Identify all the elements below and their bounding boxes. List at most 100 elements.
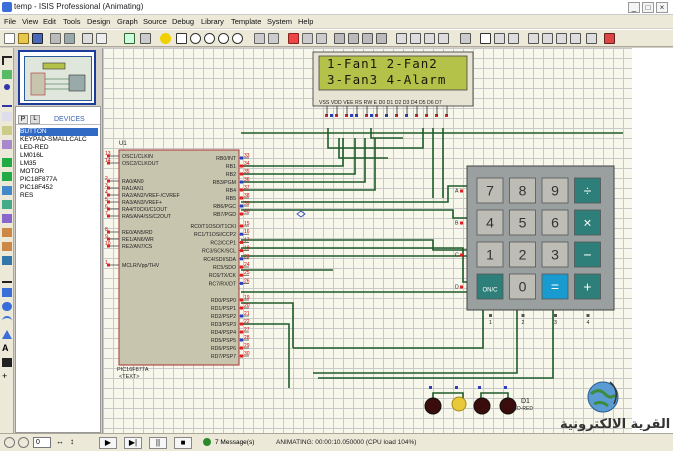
copy-icon[interactable] [302, 33, 313, 44]
selection-mode-icon[interactable] [2, 56, 12, 65]
minimize-button[interactable]: _ [628, 2, 640, 13]
menu-help[interactable]: Help [298, 17, 314, 26]
menu-design[interactable]: Design [87, 17, 111, 26]
device-item[interactable]: KEYPAD-SMALLCALC [20, 136, 87, 143]
step-button[interactable]: ▶| [124, 437, 142, 449]
voltage-probe-icon[interactable] [2, 228, 12, 237]
menu-template[interactable]: Template [231, 17, 262, 26]
menu-file[interactable]: File [4, 17, 17, 26]
current-probe-icon[interactable] [2, 242, 12, 251]
keypad-key[interactable] [509, 241, 536, 268]
ares-icon[interactable] [604, 33, 615, 44]
box-tool-icon[interactable] [2, 288, 12, 297]
block-copy-icon[interactable] [334, 33, 345, 44]
block-delete-icon[interactable] [376, 33, 387, 44]
mirror-vertical-icon[interactable]: ↕ [70, 437, 74, 446]
keypad-key[interactable] [574, 273, 601, 300]
pan-icon[interactable] [176, 33, 187, 44]
device-item[interactable]: LM35 [20, 160, 37, 167]
menu-source[interactable]: Source [143, 17, 167, 26]
property-tool-icon[interactable] [494, 33, 505, 44]
save-icon[interactable] [32, 33, 43, 44]
symbol-tool-icon[interactable] [2, 358, 12, 367]
rotate-cw-icon[interactable] [4, 437, 15, 448]
device-pin-icon[interactable] [2, 172, 12, 181]
bill-of-materials-icon[interactable] [556, 33, 567, 44]
menu-edit[interactable]: Edit [43, 17, 56, 26]
arc-tool-icon[interactable] [2, 316, 12, 325]
keypad-key[interactable] [574, 241, 601, 268]
line-tool-icon[interactable] [2, 274, 12, 283]
subcircuit-icon[interactable] [2, 140, 12, 149]
overview-window[interactable] [18, 50, 96, 105]
graph-icon[interactable] [2, 186, 12, 195]
message-count[interactable]: 7 Message(s) [215, 439, 255, 446]
virtual-instrument-icon[interactable] [2, 256, 12, 265]
keypad-key[interactable] [541, 177, 569, 204]
paste-icon[interactable] [316, 33, 327, 44]
device-item[interactable]: MOTOR [20, 168, 45, 175]
export-icon[interactable] [64, 33, 75, 44]
decompose-icon[interactable] [438, 33, 449, 44]
netlist-icon[interactable] [586, 33, 597, 44]
keypad-key[interactable] [541, 273, 569, 300]
grid-icon[interactable] [140, 33, 151, 44]
text-script-icon[interactable] [2, 112, 12, 121]
rotation-field[interactable]: 0 [33, 437, 51, 448]
terminal-icon[interactable] [2, 158, 12, 167]
remove-sheet-icon[interactable] [528, 33, 539, 44]
close-button[interactable]: × [656, 2, 668, 13]
make-device-icon[interactable] [410, 33, 421, 44]
keypad-key[interactable] [574, 177, 601, 204]
refresh-icon[interactable] [124, 33, 135, 44]
origin-icon[interactable] [160, 33, 171, 44]
bus-icon[interactable] [2, 126, 12, 135]
new-file-icon[interactable] [4, 33, 15, 44]
area-icon[interactable] [96, 33, 107, 44]
menu-library[interactable]: Library [201, 17, 224, 26]
circle-tool-icon[interactable] [2, 302, 12, 311]
import-icon[interactable] [50, 33, 61, 44]
keypad-key[interactable] [476, 209, 504, 236]
device-item[interactable]: PIC18F452 [20, 184, 53, 191]
wire-label-icon[interactable] [2, 98, 12, 107]
device-item[interactable]: LED-RED [20, 144, 49, 151]
keypad-key[interactable] [476, 177, 504, 204]
keypad-key[interactable] [476, 273, 504, 300]
pick-devices-button[interactable]: P [18, 115, 28, 124]
zoom-out-icon[interactable] [204, 33, 215, 44]
wire-autorouter-icon[interactable] [460, 33, 471, 44]
tape-recorder-icon[interactable] [2, 200, 12, 209]
path-tool-icon[interactable] [2, 330, 12, 339]
menu-debug[interactable]: Debug [172, 17, 195, 26]
cut-icon[interactable] [288, 33, 299, 44]
generator-icon[interactable] [2, 214, 12, 223]
play-button[interactable]: ▶ [99, 437, 117, 449]
redo-icon[interactable] [268, 33, 279, 44]
open-folder-icon[interactable] [18, 33, 29, 44]
library-manager-button[interactable]: L [30, 115, 40, 124]
component-mode-icon[interactable] [2, 70, 12, 79]
pause-button[interactable]: || [149, 437, 167, 449]
maximize-button[interactable]: □ [642, 2, 654, 13]
zoom-in-icon[interactable] [190, 33, 201, 44]
stop-button[interactable]: ■ [174, 437, 192, 449]
text-tool-icon[interactable]: A [2, 343, 9, 353]
device-item[interactable]: BUTTON [20, 128, 98, 136]
menu-tools[interactable]: Tools [63, 17, 81, 26]
keypad-key[interactable] [509, 273, 536, 300]
device-item[interactable]: LM016L [20, 152, 44, 159]
keypad-key[interactable] [541, 209, 569, 236]
undo-icon[interactable] [254, 33, 265, 44]
new-sheet-icon[interactable] [508, 33, 519, 44]
exit-to-parent-icon[interactable] [542, 33, 553, 44]
junction-dot-icon[interactable] [4, 84, 10, 90]
block-rotate-icon[interactable] [362, 33, 373, 44]
schematic-canvas[interactable]: VSS VDD VEE RS RW E D0 D1 D2 D3 D4 D5 D6… [102, 48, 632, 433]
electrical-rules-icon[interactable] [570, 33, 581, 44]
rotate-ccw-icon[interactable] [18, 437, 29, 448]
keypad-key[interactable] [509, 209, 536, 236]
zoom-area-icon[interactable] [232, 33, 243, 44]
menu-graph[interactable]: Graph [117, 17, 138, 26]
packaging-tool-icon[interactable] [424, 33, 435, 44]
